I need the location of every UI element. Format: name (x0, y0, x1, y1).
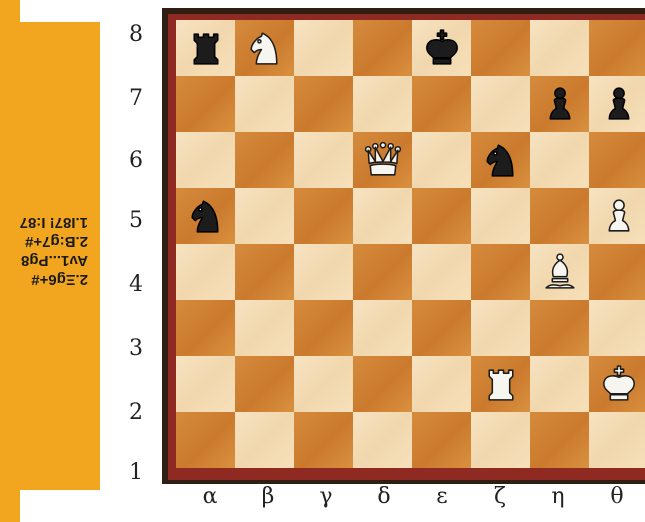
board-square[interactable] (353, 356, 412, 412)
board-square[interactable] (353, 76, 412, 132)
board-square[interactable] (589, 412, 645, 468)
board-square[interactable] (294, 412, 353, 468)
board-square[interactable] (235, 132, 294, 188)
white-queen-icon[interactable] (353, 132, 412, 188)
rank-label: 3 (118, 336, 154, 361)
board-square[interactable] (294, 300, 353, 356)
board-square[interactable] (176, 132, 235, 188)
file-label: η (530, 484, 586, 509)
board-square[interactable] (471, 300, 530, 356)
board-square[interactable] (235, 300, 294, 356)
white-knight-icon[interactable] (235, 20, 294, 76)
black-knight-icon[interactable] (176, 188, 235, 244)
board-square[interactable] (471, 412, 530, 468)
board-square[interactable] (294, 76, 353, 132)
board-square[interactable] (471, 76, 530, 132)
board-square[interactable] (412, 132, 471, 188)
rank-label: 1 (118, 460, 154, 485)
board-square[interactable] (235, 412, 294, 468)
board-square[interactable] (176, 244, 235, 300)
board-square[interactable] (412, 76, 471, 132)
solution-line: 2.Β:g7+# (25, 232, 88, 251)
board-square[interactable] (530, 20, 589, 76)
board-square[interactable] (353, 244, 412, 300)
board-square[interactable] (294, 356, 353, 412)
white-rook-icon[interactable] (471, 356, 530, 412)
board-square[interactable] (471, 188, 530, 244)
board-square[interactable] (294, 132, 353, 188)
left-accent-bar (0, 490, 20, 522)
white-king-icon[interactable] (589, 356, 645, 412)
rank-label: 6 (118, 148, 154, 173)
board-square[interactable] (412, 244, 471, 300)
rank-label: 2 (118, 400, 154, 425)
rank-label: 5 (118, 208, 154, 233)
board-square[interactable] (353, 300, 412, 356)
board-square[interactable] (412, 188, 471, 244)
file-label: ζ (472, 484, 528, 509)
board-square[interactable] (294, 20, 353, 76)
board-square[interactable] (235, 356, 294, 412)
file-label: β (240, 484, 296, 509)
board-square[interactable] (530, 132, 589, 188)
board-square[interactable] (294, 188, 353, 244)
left-accent-bar (0, 0, 20, 22)
solution-line: Αν1...Ρg8 (21, 251, 88, 270)
board-square[interactable] (530, 188, 589, 244)
board-square[interactable] (235, 76, 294, 132)
black-knight-icon[interactable] (471, 132, 530, 188)
board-square[interactable] (235, 188, 294, 244)
black-pawn-icon[interactable] (589, 76, 645, 132)
file-label: ε (414, 484, 470, 509)
board-square[interactable] (471, 244, 530, 300)
board-square[interactable] (589, 244, 645, 300)
board-square[interactable] (235, 244, 294, 300)
board-square[interactable] (176, 356, 235, 412)
rank-label: 7 (118, 86, 154, 111)
black-rook-icon[interactable] (176, 20, 235, 76)
board-square[interactable] (176, 300, 235, 356)
solution-notes: 2.Ξg6+# Αν1...Ρg8 2.Β:g7+# 1.Ι87! Ι:87 (0, 196, 100, 306)
black-king-icon[interactable] (412, 20, 471, 76)
white-pawn-icon[interactable] (589, 188, 645, 244)
board-square[interactable] (589, 20, 645, 76)
board-square[interactable] (412, 356, 471, 412)
board-square[interactable] (353, 188, 412, 244)
board-square[interactable] (412, 300, 471, 356)
white-bishop-icon[interactable] (530, 244, 589, 300)
solution-line: 1.Ι87! Ι:87 (20, 213, 88, 232)
solution-line: 2.Ξg6+# (31, 270, 88, 289)
board-square[interactable] (589, 300, 645, 356)
board-square[interactable] (589, 132, 645, 188)
file-label: δ (356, 484, 412, 509)
board-square[interactable] (530, 300, 589, 356)
rank-label: 4 (118, 272, 154, 297)
board-square[interactable] (530, 412, 589, 468)
board-square[interactable] (176, 76, 235, 132)
file-label: α (182, 484, 238, 509)
file-label: γ (298, 484, 354, 509)
board-square[interactable] (353, 20, 412, 76)
board-square[interactable] (471, 20, 530, 76)
file-label: θ (589, 484, 645, 509)
chessboard[interactable] (176, 20, 645, 474)
board-square[interactable] (353, 412, 412, 468)
board-square[interactable] (294, 244, 353, 300)
black-pawn-icon[interactable] (530, 76, 589, 132)
board-square[interactable] (412, 412, 471, 468)
board-square[interactable] (530, 356, 589, 412)
board-square[interactable] (176, 412, 235, 468)
rank-label: 8 (118, 22, 154, 47)
